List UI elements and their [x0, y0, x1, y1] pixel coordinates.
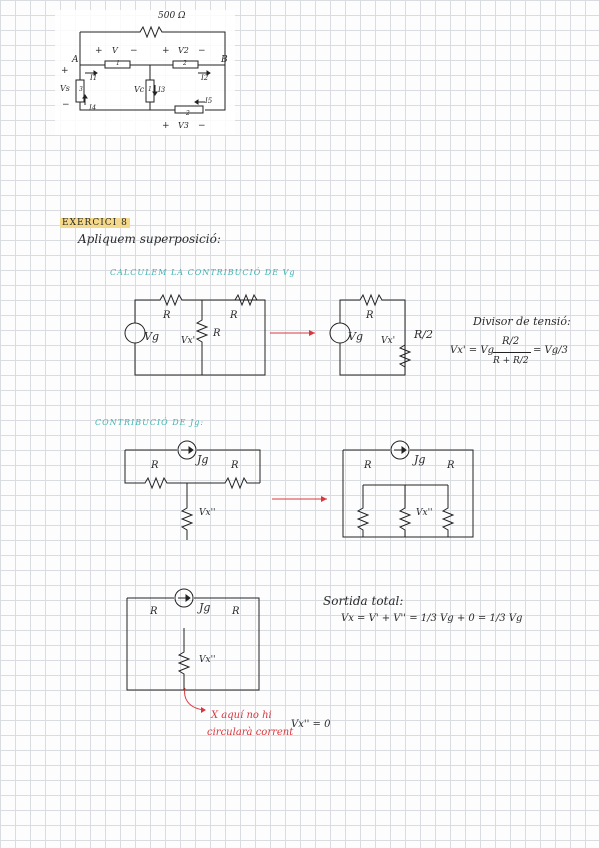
vx2-label-full: Vx'' — [199, 508, 216, 518]
i4-label: I4 — [89, 104, 97, 112]
divisor-eq-result: = Vg/3 — [533, 345, 568, 356]
r-left-label-par: R — [364, 460, 372, 471]
vs-label: Vs — [60, 84, 70, 93]
note-arrow — [180, 688, 206, 713]
vc-label: Vc — [134, 85, 145, 94]
v2-minus: − — [198, 46, 206, 56]
v-label: V — [112, 46, 118, 55]
node-b-label: B — [221, 55, 228, 65]
section1-heading: CALCULEM LA CONTRIBUCIÓ DE Vg — [110, 268, 296, 277]
circuit-vg-reduced — [330, 290, 410, 380]
arrow-2 — [272, 496, 327, 502]
i2-label: I2 — [201, 74, 209, 82]
divisor-eq-left: Vx' = Vg — [450, 345, 494, 356]
vg-label-2: Vg — [348, 330, 363, 343]
note-line2: circularà corrent — [207, 727, 294, 738]
vg-label-1: Vg — [144, 330, 159, 343]
exercise-title: EXERCICI 8 — [60, 218, 130, 228]
r1-label: 1 — [116, 60, 120, 67]
vx2-label-open: Vx'' — [199, 655, 216, 665]
top-circuit — [55, 10, 235, 135]
jg-label-parallel: Jg — [414, 453, 426, 466]
v3-plus: + — [162, 121, 170, 131]
vs-plus: + — [61, 66, 69, 76]
v2-plus: + — [162, 46, 170, 56]
v3-minus: − — [198, 121, 206, 131]
arrow-1 — [270, 330, 315, 336]
v-plus: + — [95, 46, 103, 56]
i1-label: I1 — [90, 74, 98, 82]
circuit-vg-full — [125, 290, 270, 380]
circuit-jg-full — [125, 440, 265, 540]
r-eq-label: R/2 — [414, 328, 433, 341]
vx1-label-1: Vx' — [181, 336, 196, 346]
jg-label-full: Jg — [197, 453, 209, 466]
r-left-label-1: R — [163, 310, 171, 321]
r-right-label-open: R — [232, 606, 240, 617]
v2-label: V2 — [178, 46, 189, 55]
divisor-fraction-bar — [493, 352, 531, 353]
divisor-eq-num: R/2 — [502, 336, 520, 347]
r-mid-label-1: R — [213, 328, 221, 339]
r-left-label-jg: R — [151, 460, 159, 471]
r4-label: 1 — [148, 86, 152, 93]
note-line1: X aquí no hi — [211, 710, 272, 721]
v-minus: − — [130, 46, 138, 56]
vx-zero: Vx'' = 0 — [291, 719, 331, 730]
circuit-jg-parallel — [343, 440, 473, 540]
divisor-title: Divisor de tensió: — [473, 315, 571, 328]
divisor-eq-den: R + R/2 — [493, 356, 529, 366]
r2-label: 2 — [183, 60, 187, 67]
total-title: Sortida total: — [323, 594, 404, 608]
vs-minus: − — [62, 100, 70, 110]
r-left-label-open: R — [150, 606, 158, 617]
r-right-label-jg: R — [231, 460, 239, 471]
v3-label: V3 — [178, 121, 189, 130]
jg-label-open: Jg — [199, 601, 211, 614]
r-top-label-2: R — [366, 310, 374, 321]
top-r-label: 500 Ω — [158, 11, 186, 21]
r-right-label-par: R — [447, 460, 455, 471]
total-equation: Vx = V' + V'' = 1/3 Vg + 0 = 1/3 Vg — [341, 613, 523, 624]
vx2-label-parallel: Vx'' — [416, 508, 433, 518]
node-a-label: A — [72, 55, 79, 65]
r5-label: 2 — [186, 110, 190, 117]
section2-heading: CONTRIBUCIÓ DE Jg: — [95, 418, 205, 427]
circuit-jg-open — [127, 590, 262, 690]
vx1-label-2: Vx' — [381, 336, 396, 346]
r3-label: 3 — [79, 86, 83, 93]
exercise-intro: Apliquem superposició: — [78, 232, 221, 246]
i3-label: I3 — [158, 86, 166, 94]
i5-label: I5 — [205, 97, 213, 105]
r-right-label-1: R — [230, 310, 238, 321]
